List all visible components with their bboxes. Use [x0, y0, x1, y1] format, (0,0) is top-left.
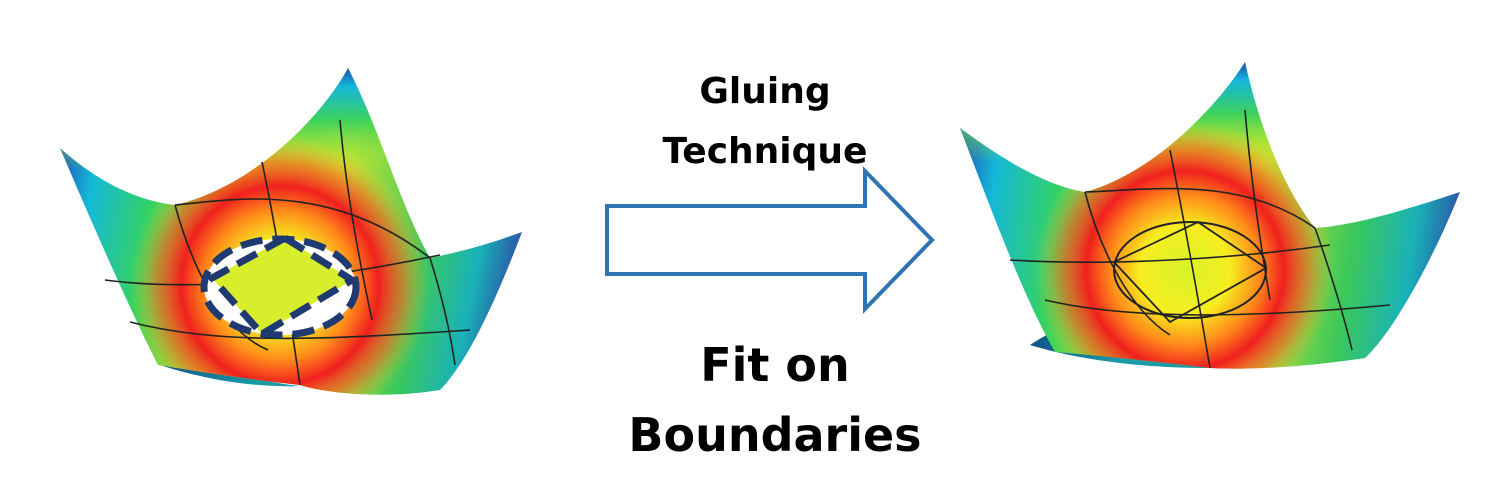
- right-arrow-icon: [605, 166, 935, 314]
- right-surface-icon: [960, 62, 1460, 369]
- right-mesh-lines: [1009, 109, 1391, 369]
- gluing-technique-label: Gluing Technique: [620, 62, 910, 182]
- label-line: Gluing: [699, 71, 831, 112]
- fit-on-boundaries-label: Fit on Boundaries: [585, 330, 965, 470]
- left-surface-icon: [60, 68, 522, 395]
- label-line: Fit on: [700, 338, 850, 392]
- label-line: Boundaries: [628, 408, 922, 462]
- left-dashed-quad: [206, 233, 359, 339]
- label-line: Technique: [662, 131, 868, 172]
